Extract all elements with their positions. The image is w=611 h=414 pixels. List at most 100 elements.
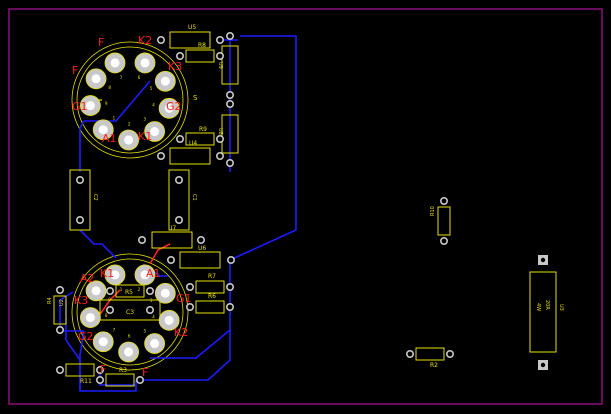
label-R3: R3 [119, 367, 127, 374]
label-C1: C1 [191, 194, 197, 201]
component-pad [157, 152, 166, 161]
pin-label-top-7: G1 [72, 100, 88, 113]
pad-number: 2 [138, 287, 141, 292]
component-pad [146, 305, 155, 314]
component-pad [445, 349, 454, 358]
pad-number: 7 [113, 327, 116, 332]
component-pad [197, 236, 206, 245]
tube-pad-hole [164, 315, 174, 325]
label-R4: R4 [47, 297, 53, 304]
pad-number: 5 [144, 328, 147, 333]
pad-number: 8 [105, 313, 108, 318]
component-pad [186, 302, 195, 311]
tube-pad-hole [98, 125, 108, 135]
label-C3: C3 [126, 309, 134, 316]
components [53, 31, 557, 387]
label-U2: U2 [59, 299, 65, 306]
component-pad [167, 255, 176, 264]
component-pad [226, 302, 235, 311]
pad-number: 2 [128, 121, 131, 126]
pad-number: 6 [138, 75, 141, 80]
pad-number: 3 [144, 116, 147, 121]
pin-label-bottom-6: G2 [78, 330, 94, 343]
component-pads [55, 31, 548, 384]
pin-label-bottom-4: F [142, 366, 148, 379]
tube-pad-hole [85, 101, 95, 111]
pin-label-bottom-8: A2 [80, 272, 95, 285]
component-pad [157, 35, 166, 44]
pad-number: 5 [150, 86, 153, 91]
tube-pad-hole [124, 347, 134, 357]
pad-number: 6 [128, 333, 131, 338]
tube-pad-hole [124, 135, 134, 145]
pad-number: 4 [152, 102, 155, 107]
label-U6: U6 [198, 245, 206, 252]
tube-pad-hole [85, 313, 95, 323]
pin-label-bottom-2: G1 [176, 292, 192, 305]
pad-number: 1 [113, 115, 116, 120]
component-pad [216, 152, 225, 161]
component-pad [216, 135, 225, 144]
label-C2: C2 [92, 194, 98, 201]
label-R8: R8 [198, 42, 206, 49]
component-pad [226, 91, 235, 100]
component-pad [226, 100, 235, 109]
component-pad [216, 51, 225, 60]
label-R10: R10 [430, 206, 436, 216]
component-pad [96, 365, 105, 374]
pin-label-bottom-7: K3 [74, 294, 88, 307]
pad-number: 3 [150, 298, 153, 303]
component-pad [176, 135, 185, 144]
label-U8: U8 [217, 128, 223, 135]
board-outline [8, 8, 603, 405]
square-pad-hole [540, 257, 546, 263]
tube-pad-hole [160, 288, 170, 298]
tube-pads-top: 7 6 5 4 3 2 1 9 8 [79, 52, 180, 151]
tube-pad-hole [91, 286, 101, 296]
pad-number: 9 [108, 297, 111, 302]
component-pad [405, 349, 414, 358]
component-pad [146, 286, 155, 295]
component-pad [138, 236, 147, 245]
pad-number: 9 [105, 101, 108, 106]
tube-pad-hole [150, 339, 160, 349]
label-R7: R7 [208, 273, 216, 280]
tube-pad-hole [91, 74, 101, 84]
pin-label-bottom-0: K1 [100, 267, 114, 280]
pin-label-bottom-5: F [100, 363, 106, 376]
label-U7: U7 [168, 225, 176, 232]
pad-number: 4 [152, 314, 155, 319]
tube-pad-hole [98, 337, 108, 347]
component-pad [439, 197, 448, 206]
square-pad-hole [540, 362, 546, 368]
component-pad [175, 216, 184, 225]
component-pad [226, 159, 235, 168]
component-pad [227, 255, 236, 264]
tube-pad-hole [110, 270, 120, 280]
tube-pad-hole [164, 103, 174, 113]
label-R2: R2 [430, 362, 438, 369]
pin-label-top-3: S [193, 94, 198, 102]
label-U3-value2: 4W [535, 303, 541, 311]
label-U3-value1: 20R [544, 300, 550, 310]
component-pad [175, 176, 184, 185]
label-R6: R6 [208, 293, 216, 300]
tube-pad-hole [140, 270, 150, 280]
pin-label-top-4: G2 [166, 100, 182, 113]
component-pad [106, 305, 115, 314]
component-pad [55, 325, 64, 334]
component-pad [226, 31, 235, 40]
pin-label-top-2: K3 [168, 60, 182, 73]
component-pad [176, 51, 185, 60]
component-pad [186, 282, 195, 291]
pin-label-top-6: A1 [102, 132, 117, 145]
label-U3: U3 [558, 304, 564, 311]
pin-label-top-8: F [72, 64, 78, 77]
tube-pad-hole [140, 58, 150, 68]
pad-number: 8 [108, 85, 111, 90]
pad-number: 7 [120, 75, 123, 80]
label-U4: U4 [189, 140, 197, 147]
pin-label-bottom-3: K2 [174, 326, 188, 339]
